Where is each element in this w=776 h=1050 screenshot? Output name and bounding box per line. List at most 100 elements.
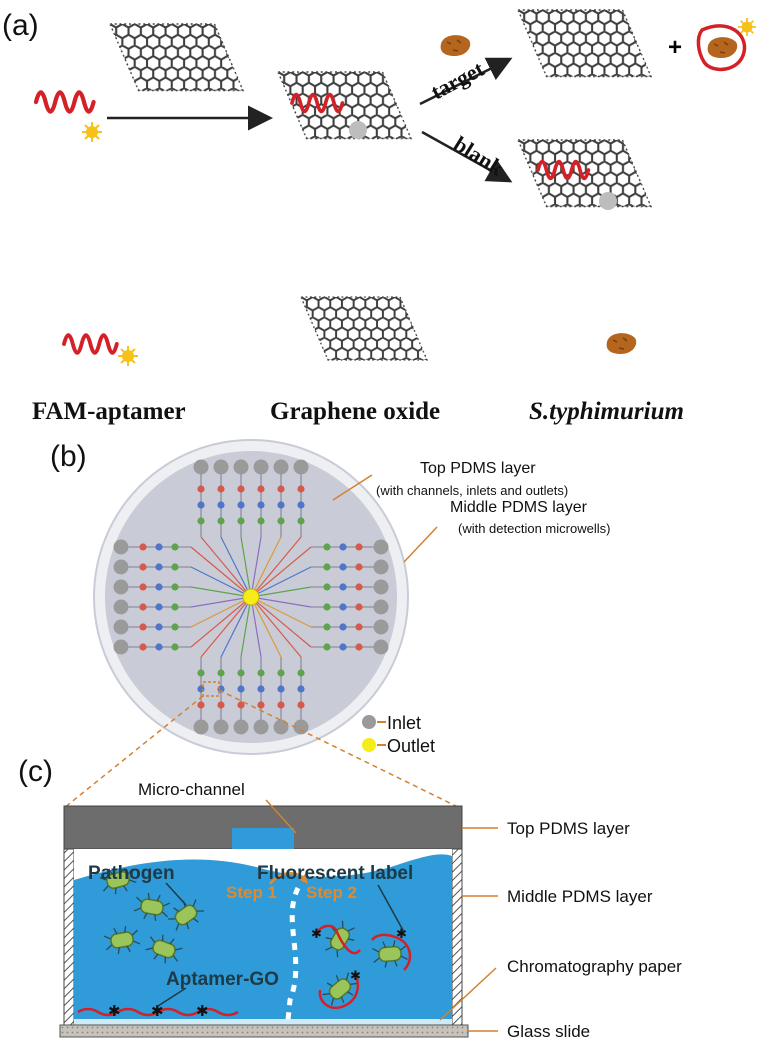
chip-inlet — [213, 719, 229, 735]
chip-channel-fan — [190, 596, 252, 628]
middle-layer-note: (with detection microwells) — [458, 521, 610, 536]
aptamer-bound-pathogen-icon — [696, 17, 757, 72]
legend-fam-aptamer-icon — [62, 333, 139, 367]
chip-inlet — [233, 459, 249, 475]
chip-inlet — [113, 539, 129, 555]
chip-channel-fan — [240, 536, 252, 598]
chip-inlet — [293, 459, 309, 475]
detection-microwell — [139, 643, 147, 651]
detection-microwell — [155, 643, 163, 651]
chip-channel-fan — [250, 596, 262, 658]
detection-microwell — [197, 517, 205, 525]
detection-microwell — [155, 543, 163, 551]
chip-channel-fan — [250, 546, 312, 598]
go-aptamer-complex — [277, 71, 412, 140]
detection-microwell — [297, 669, 305, 677]
target-arrow — [419, 57, 513, 106]
detection-microwell — [339, 543, 347, 551]
detection-microwell — [323, 603, 331, 611]
chip-channel-fan — [200, 596, 252, 658]
svg-text:✱: ✱ — [151, 1002, 164, 1020]
chip-inlet — [373, 639, 389, 655]
zoom-line-left — [63, 695, 204, 809]
step-divider — [285, 886, 301, 1021]
chip-inlet — [293, 719, 309, 735]
chip-channel-fan — [250, 596, 282, 658]
middle-pdms-label: Middle PDMS layer — [507, 887, 653, 906]
chip-channel-fan — [250, 596, 312, 628]
legend-graphene-label: Graphene oxide — [270, 398, 440, 425]
detection-microwell — [297, 517, 305, 525]
chip-channel-fan — [250, 566, 312, 598]
detection-microwell — [257, 485, 265, 493]
detection-microwell — [277, 685, 285, 693]
detection-microwell — [339, 583, 347, 591]
blank-arrow — [421, 130, 513, 183]
chip-inlet — [213, 459, 229, 475]
chip-channel-fan — [250, 536, 262, 598]
detection-microwell — [171, 643, 179, 651]
chip-channel-fan — [220, 536, 252, 598]
detection-microwell — [217, 669, 225, 677]
detection-microwell — [171, 583, 179, 591]
glass-slide — [59, 1024, 469, 1038]
detection-microwell — [355, 543, 363, 551]
legend-graphene-icon — [300, 296, 428, 361]
detection-microwell — [197, 701, 205, 709]
detection-microwell — [217, 485, 225, 493]
detection-microwell — [155, 603, 163, 611]
detection-microwell — [355, 583, 363, 591]
pathogen-leader — [165, 882, 187, 906]
svg-text:✱: ✱ — [396, 927, 407, 942]
pathogen-label: Pathogen — [88, 863, 175, 884]
chip-channel-fan — [190, 596, 252, 608]
glass-slide-label: Glass slide — [507, 1022, 590, 1041]
free-aptamer-icon — [36, 92, 103, 143]
chip-channel-fan — [240, 596, 252, 658]
chip-inlet — [193, 719, 209, 735]
detection-microwell — [257, 669, 265, 677]
detection-microwell — [171, 603, 179, 611]
detection-microwell — [277, 701, 285, 709]
svg-text:✱: ✱ — [350, 969, 361, 984]
detection-microwell — [297, 701, 305, 709]
chip-channel-fan — [250, 536, 302, 598]
aptamer-go-label: Aptamer-GO — [166, 969, 279, 990]
bound-bacterium: ✱ — [317, 967, 363, 1011]
chip-inlet — [273, 459, 289, 475]
detection-microwell — [323, 583, 331, 591]
detection-microwell — [217, 517, 225, 525]
top-pdms-label: Top PDMS layer — [507, 819, 630, 838]
legend-inlet-dot — [362, 715, 376, 729]
detection-microwell — [355, 643, 363, 651]
blank-label: blank — [449, 131, 509, 181]
detection-microwell — [237, 517, 245, 525]
middle-layer-leader — [403, 526, 438, 563]
chip-outlet — [242, 588, 260, 606]
detection-microwell — [217, 701, 225, 709]
chip-inlet — [373, 579, 389, 595]
aptamer-go-strand: ✱ ✱ ✱ — [77, 1002, 239, 1020]
detection-microwell — [155, 623, 163, 631]
svg-text:✱: ✱ — [196, 1002, 209, 1020]
chip-inlet — [113, 579, 129, 595]
detection-microwell — [297, 485, 305, 493]
fluorescent-leader — [377, 884, 405, 933]
detection-microwell — [139, 583, 147, 591]
plus-sign: + — [668, 34, 682, 61]
detection-microwell — [323, 643, 331, 651]
legend-outlet-label: Outlet — [387, 736, 435, 756]
chip-channel-fan — [250, 586, 312, 598]
detection-microwell — [171, 563, 179, 571]
chip-channel-array — [113, 459, 389, 735]
detection-microwell — [323, 623, 331, 631]
detection-microwell — [277, 485, 285, 493]
legend-pathogen-icon — [605, 332, 637, 355]
detection-microwell — [139, 563, 147, 571]
detection-microwell — [155, 583, 163, 591]
detection-microwell — [171, 543, 179, 551]
detection-microwell — [217, 501, 225, 509]
chip-inlet — [113, 619, 129, 635]
detection-microwell — [277, 669, 285, 677]
chromatography-label: Chromatography paper — [507, 957, 682, 976]
